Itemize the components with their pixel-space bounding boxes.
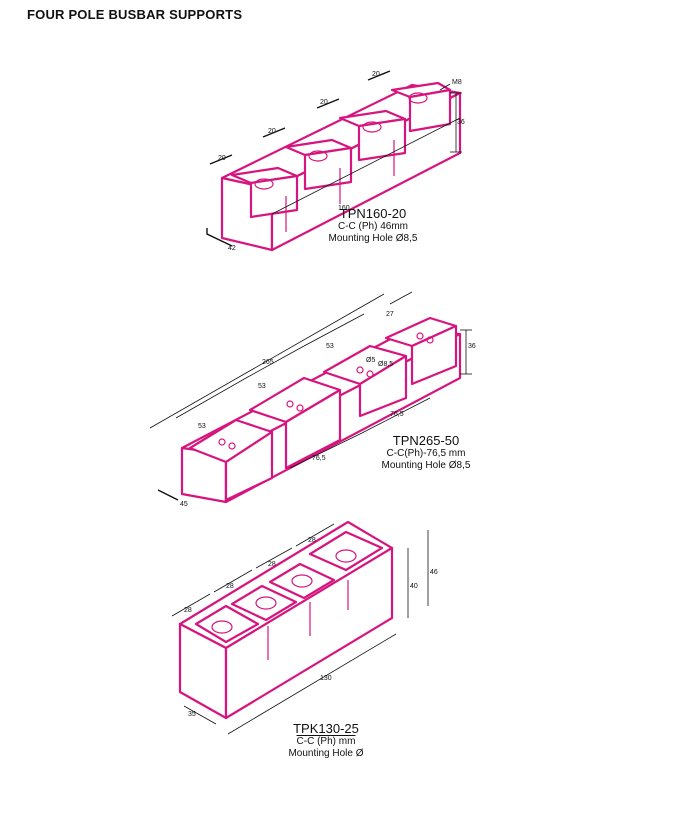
tpk130-caption: TPK130-25 C-C (Ph) mm Mounting Hole Ø bbox=[266, 722, 386, 760]
tpn265-length-label: 265 bbox=[262, 359, 274, 366]
tpk130-pitch-label-4: 28 bbox=[308, 537, 316, 544]
tpk130-model-name: TPK130-25 bbox=[293, 721, 359, 736]
tpk130-pitch-label-1: 28 bbox=[184, 607, 192, 614]
tpk130-25-drawing bbox=[171, 520, 429, 735]
tpn265-caption: TPN265-50 C-C(Ph)-76,5 mm Mounting Hole … bbox=[366, 434, 486, 472]
tpn265-depth-label: 45 bbox=[180, 501, 188, 508]
tpn160-model-name: TPN160-20 bbox=[339, 206, 407, 221]
tpn160-depth-label: 42 bbox=[228, 245, 236, 252]
tpn265-pitch-label-1: 53 bbox=[198, 423, 206, 430]
tpn265-mounting: Mounting Hole Ø8,5 bbox=[381, 460, 471, 471]
tpk130-pitch-label-3: 28 bbox=[268, 561, 276, 568]
tpn160-length-label: 160 bbox=[338, 205, 350, 212]
tpn265-50-drawing bbox=[149, 291, 472, 504]
tpk130-height-inner-label: 40 bbox=[410, 583, 418, 590]
tpn160-spec: C-C (Ph) 46mm bbox=[337, 221, 408, 232]
tpk130-mounting: Mounting Hole Ø bbox=[288, 748, 364, 759]
tpn265-pitch-label-3: 53 bbox=[326, 343, 334, 350]
tpn160-caption: TPN160-20 C-C (Ph) 46mm Mounting Hole Ø8… bbox=[318, 207, 428, 245]
tpn160-pitch-label-4: 20 bbox=[372, 71, 380, 78]
tpk130-height-outer-label: 46 bbox=[430, 569, 438, 576]
tpn265-pitch-label-2: 53 bbox=[258, 383, 266, 390]
tpn160-mounting: Mounting Hole Ø8,5 bbox=[328, 233, 418, 244]
tpk130-depth-label: 35 bbox=[188, 711, 196, 718]
tpk130-spec: C-C (Ph) mm bbox=[296, 736, 356, 747]
tpn265-cc-label-2: 76,5 bbox=[312, 455, 326, 462]
tpn265-cc-label-1: 76,5 bbox=[390, 411, 404, 418]
page-title: FOUR POLE BUSBAR SUPPORTS bbox=[27, 7, 243, 22]
tpn265-hole-small-label: Ø5 bbox=[366, 357, 375, 364]
tpn265-end-pitch-label: 27 bbox=[386, 311, 394, 318]
tpk130-pitch-label-2: 28 bbox=[226, 583, 234, 590]
tpn265-hole-large-label: Ø8,5 bbox=[378, 361, 393, 368]
tpn160-pitch-label-1: 20 bbox=[218, 155, 226, 162]
tpn265-model-name: TPN265-50 bbox=[392, 433, 460, 448]
tpn160-pitch-label-3: 20 bbox=[320, 99, 328, 106]
tpn160-20-drawing bbox=[206, 70, 462, 252]
tpn265-height-label: 36 bbox=[468, 343, 476, 350]
tpn160-thread-label: M8 bbox=[452, 79, 462, 86]
tpn265-spec: C-C(Ph)-76,5 mm bbox=[386, 448, 466, 459]
tpk130-length-label: 130 bbox=[320, 675, 332, 682]
tpn160-pitch-label-2: 20 bbox=[268, 128, 276, 135]
tpn160-height-label: 36 bbox=[457, 119, 465, 126]
